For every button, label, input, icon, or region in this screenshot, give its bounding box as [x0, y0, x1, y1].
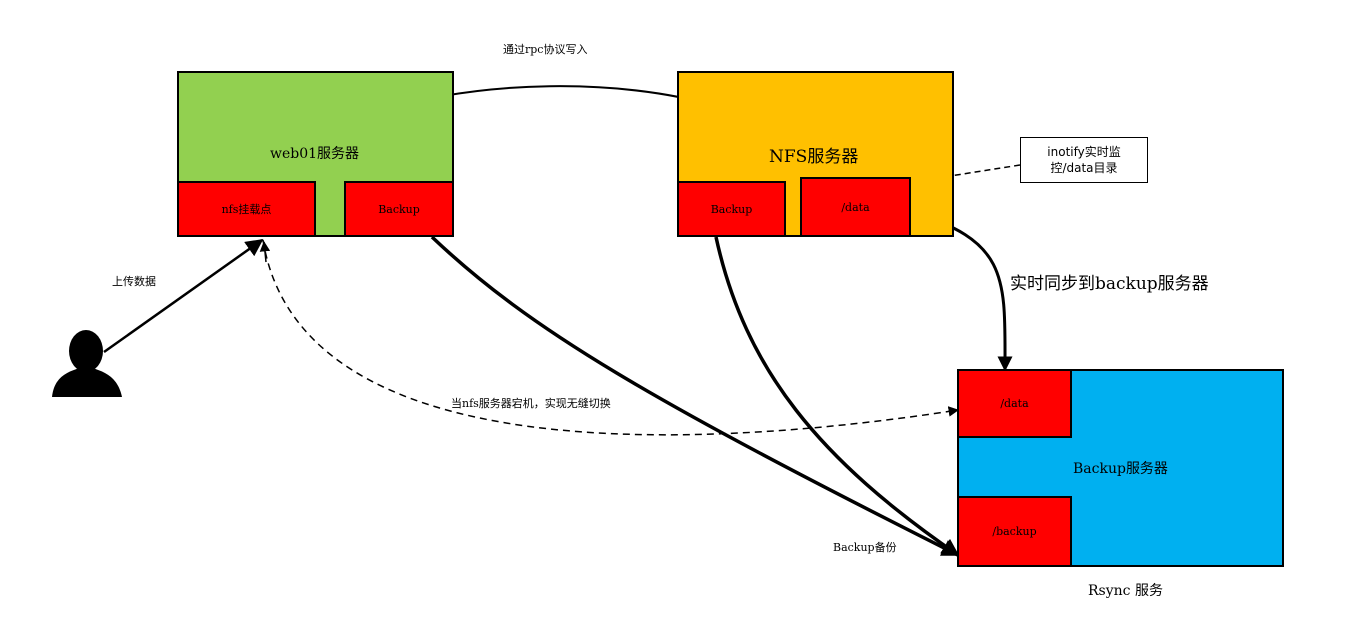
inotify-note: inotify实时监 控/data目录 — [1020, 137, 1148, 183]
realtime-sync-label: 实时同步到backup服务器 — [1010, 274, 1209, 294]
inotify-line-1: inotify实时监 — [1047, 145, 1121, 159]
upload-label: 上传数据 — [112, 275, 156, 288]
upload-arrow — [103, 238, 264, 354]
backup-copy-label: Backup备份 — [833, 541, 897, 554]
web-mount-point: nfs挂载点 — [177, 181, 316, 237]
nfs-data-label: /data — [841, 200, 870, 214]
backup-backup-label: /backup — [992, 525, 1037, 538]
web-backup-arrow — [430, 235, 960, 557]
failover-label: 当nfs服务器宕机，实现无缝切换 — [451, 397, 611, 410]
backup-server-title: Backup服务器 — [1073, 461, 1168, 477]
failover-arrow — [262, 239, 960, 436]
nfs-server-title: NFS服务器 — [769, 147, 859, 167]
web-mount-label: nfs挂载点 — [221, 203, 272, 216]
backup-data-dir: /data — [957, 369, 1072, 438]
web-backup-dir: Backup — [344, 181, 454, 237]
user-silhouette-icon — [52, 330, 122, 397]
failover-start-arrow — [259, 240, 271, 263]
web-backup-label: Backup — [378, 202, 420, 216]
backup-data-label: /data — [1000, 397, 1029, 410]
backup-backup-dir: /backup — [957, 496, 1072, 567]
inotify-line-2: 控/data目录 — [1050, 161, 1118, 175]
rsync-caption: Rsync 服务 — [1088, 583, 1163, 599]
rpc-write-label: 通过rpc协议写入 — [503, 43, 588, 56]
nfs-backup-arrow — [714, 236, 960, 557]
web-server-title: web01服务器 — [270, 146, 360, 162]
nfs-backup-label: Backup — [710, 202, 753, 216]
nfs-backup-dir: Backup — [677, 181, 786, 237]
nfs-data-dir: /data — [800, 177, 911, 237]
